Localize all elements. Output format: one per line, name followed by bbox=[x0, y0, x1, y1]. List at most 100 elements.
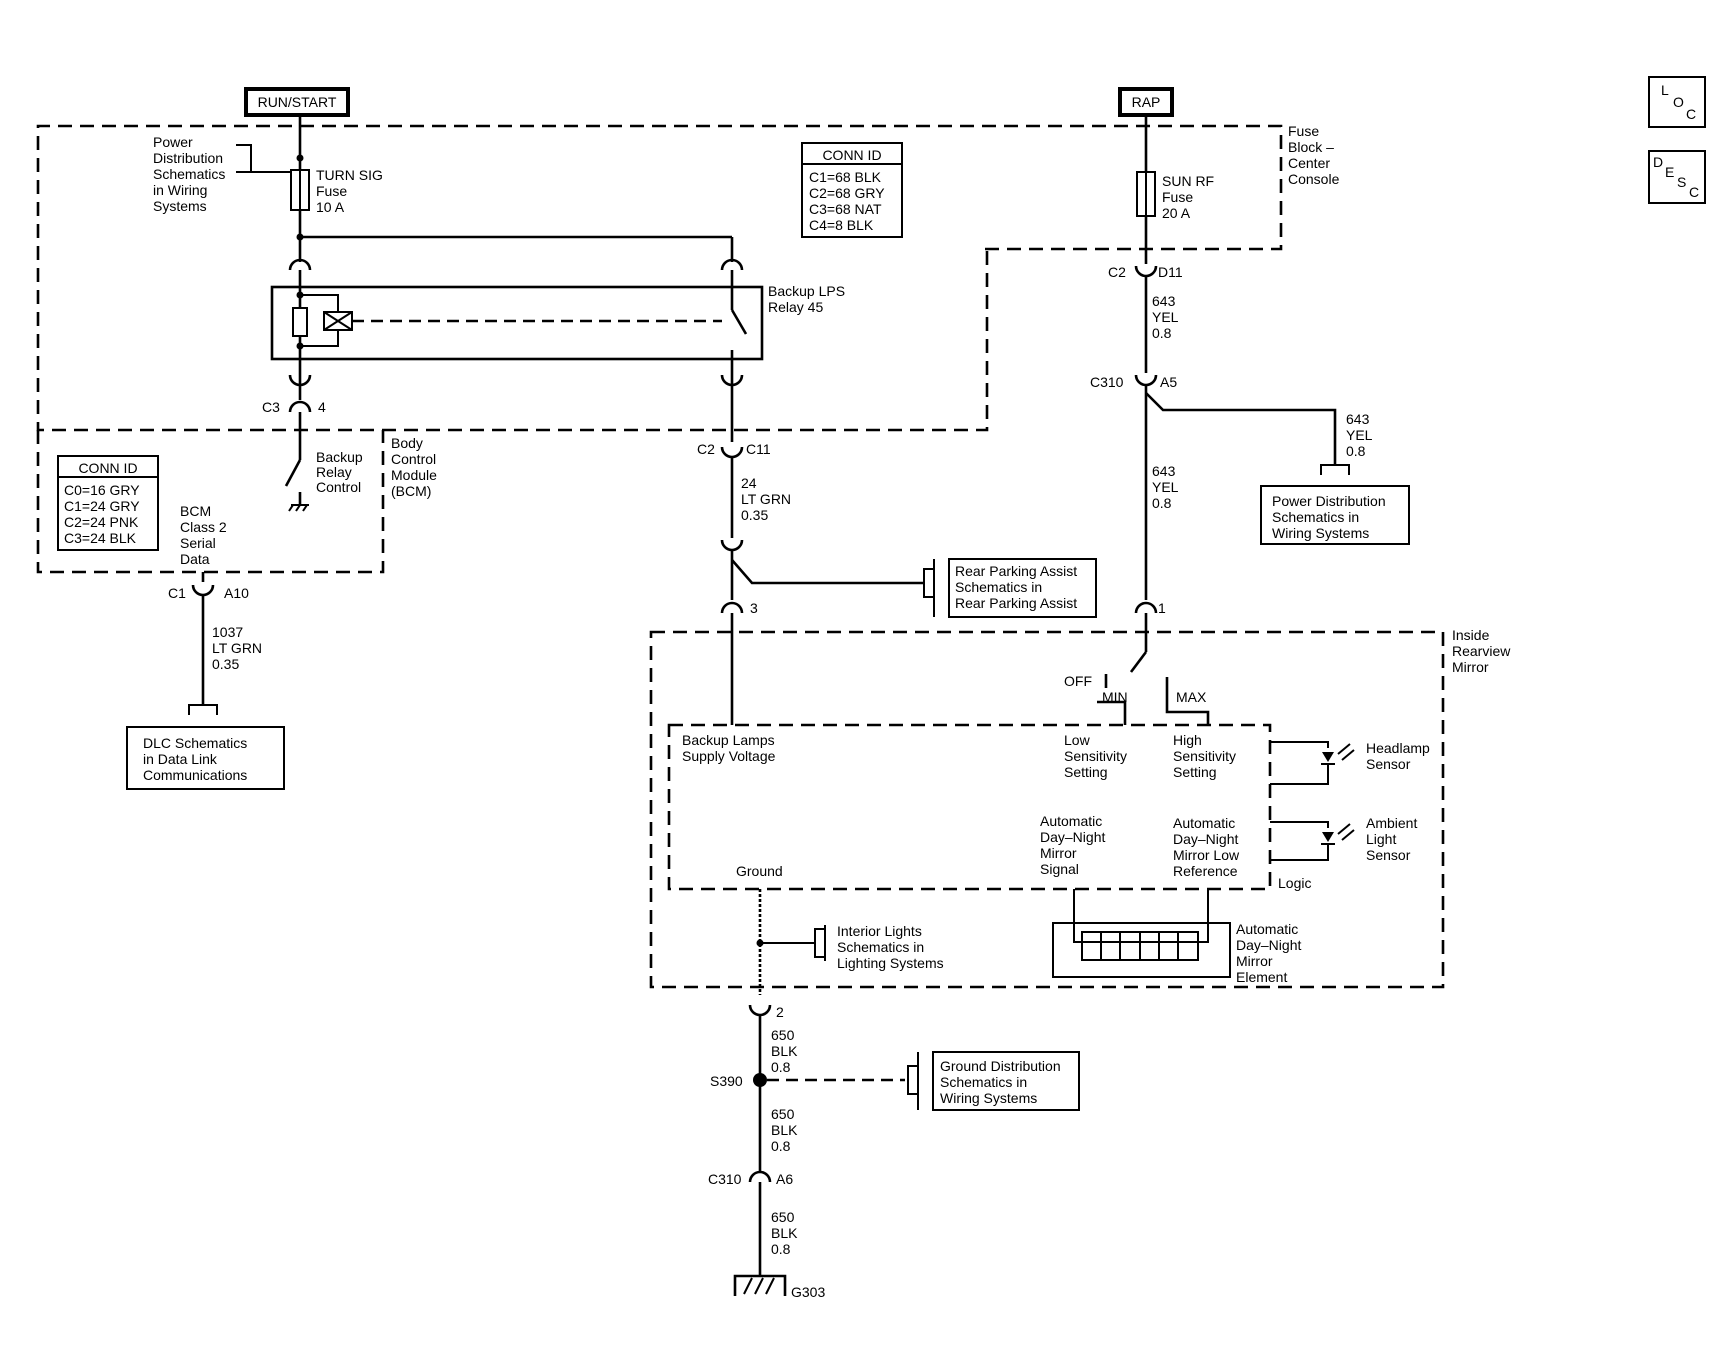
fuse-block-outline bbox=[36, 124, 1283, 432]
backup-lps-relay bbox=[270, 270, 764, 375]
svg-text:LT GRN: LT GRN bbox=[741, 491, 791, 507]
mirror-switch-labels: OFF MIN MAX bbox=[1064, 673, 1207, 705]
svg-text:Body: Body bbox=[391, 435, 423, 451]
svg-text:S: S bbox=[1677, 174, 1686, 190]
bcm-label: Body Control Module (BCM) bbox=[391, 435, 437, 499]
low-sensitivity-label: Low Sensitivity Setting bbox=[1064, 732, 1127, 780]
conn-id-table-top: CONN ID C1=68 BLK C2=68 GRY C3=68 NAT C4… bbox=[801, 142, 903, 238]
mirror-element-label: Automatic Day–Night Mirror Element bbox=[1236, 921, 1301, 985]
svg-text:C310: C310 bbox=[1090, 374, 1124, 390]
connector-c3-4: C3 4 bbox=[262, 399, 326, 415]
svg-text:Schematics in: Schematics in bbox=[955, 579, 1042, 595]
ground-distribution-box[interactable]: Ground Distribution Schematics in Wiring… bbox=[907, 1051, 1080, 1111]
ground-circuit bbox=[733, 889, 905, 1296]
svg-text:MAX: MAX bbox=[1176, 689, 1207, 705]
ground-g303: G303 bbox=[791, 1284, 825, 1300]
svg-text:Distribution: Distribution bbox=[153, 150, 223, 166]
svg-text:Schematics in: Schematics in bbox=[1272, 509, 1359, 525]
svg-text:Low: Low bbox=[1064, 732, 1091, 748]
svg-text:Automatic: Automatic bbox=[1040, 813, 1102, 829]
svg-text:20 A: 20 A bbox=[1162, 205, 1191, 221]
desc-icon[interactable]: D E S C bbox=[1648, 150, 1706, 204]
svg-text:SUN RF: SUN RF bbox=[1162, 173, 1214, 189]
backup-lamps-supply-circuit bbox=[720, 375, 924, 725]
svg-text:1037: 1037 bbox=[212, 624, 243, 640]
svg-text:Headlamp: Headlamp bbox=[1366, 740, 1430, 756]
svg-text:C1: C1 bbox=[168, 585, 186, 601]
svg-text:Light: Light bbox=[1366, 831, 1396, 847]
svg-text:Console: Console bbox=[1288, 171, 1340, 187]
svg-text:Control: Control bbox=[316, 479, 361, 495]
svg-text:Mirror: Mirror bbox=[1040, 845, 1077, 861]
svg-text:24: 24 bbox=[741, 475, 757, 491]
svg-text:C1=24 GRY: C1=24 GRY bbox=[64, 498, 140, 514]
svg-text:Wiring Systems: Wiring Systems bbox=[940, 1090, 1037, 1106]
svg-text:(BCM): (BCM) bbox=[391, 483, 431, 499]
svg-text:Schematics in: Schematics in bbox=[837, 939, 924, 955]
svg-text:Setting: Setting bbox=[1173, 764, 1217, 780]
ambient-light-sensor bbox=[1270, 821, 1355, 861]
dlc-schematics-box[interactable]: DLC Schematics in Data Link Communicatio… bbox=[126, 726, 285, 790]
adn-low-reference-label: Automatic Day–Night Mirror Low Reference bbox=[1173, 815, 1240, 879]
svg-text:4: 4 bbox=[318, 399, 326, 415]
backup-lps-relay-label: Backup LPS Relay 45 bbox=[768, 283, 845, 315]
svg-text:Backup Lamps: Backup Lamps bbox=[682, 732, 775, 748]
svg-text:C2=24 PNK: C2=24 PNK bbox=[64, 514, 139, 530]
connector-c1-a10: C1 A10 bbox=[168, 585, 249, 601]
adn-signal-label: Automatic Day–Night Mirror Signal bbox=[1040, 813, 1105, 877]
loc-icon[interactable]: L O C bbox=[1648, 76, 1706, 128]
interior-lights-box[interactable]: Interior Lights Schematics in Lighting S… bbox=[814, 923, 944, 971]
svg-text:C310: C310 bbox=[708, 1171, 742, 1187]
sun-rf-fuse-label: SUN RF Fuse 20 A bbox=[1162, 173, 1214, 221]
svg-text:Module: Module bbox=[391, 467, 437, 483]
wire-643-top-label: 643 YEL 0.8 bbox=[1152, 293, 1179, 341]
svg-text:C0=16 GRY: C0=16 GRY bbox=[64, 482, 140, 498]
svg-text:Class 2: Class 2 bbox=[180, 519, 227, 535]
svg-text:Inside: Inside bbox=[1452, 627, 1490, 643]
svg-text:0.8: 0.8 bbox=[1346, 443, 1366, 459]
rap-label: RAP bbox=[1118, 87, 1174, 117]
connector-c310-a5: C310 A5 bbox=[1090, 374, 1177, 390]
svg-text:LT GRN: LT GRN bbox=[212, 640, 262, 656]
bcm-outline bbox=[36, 430, 385, 574]
svg-text:Automatic: Automatic bbox=[1173, 815, 1235, 831]
svg-text:Block –: Block – bbox=[1288, 139, 1334, 155]
svg-text:Day–Night: Day–Night bbox=[1173, 831, 1238, 847]
svg-text:C11: C11 bbox=[746, 441, 771, 457]
svg-text:TURN SIG: TURN SIG bbox=[316, 167, 383, 183]
logic-outline bbox=[667, 723, 1272, 891]
svg-text:A10: A10 bbox=[224, 585, 249, 601]
svg-text:D: D bbox=[1653, 154, 1663, 170]
svg-text:YEL: YEL bbox=[1152, 479, 1179, 495]
svg-text:C3=68 NAT: C3=68 NAT bbox=[809, 201, 882, 217]
svg-text:Sensitivity: Sensitivity bbox=[1064, 748, 1127, 764]
ground-label: Ground bbox=[736, 863, 783, 879]
svg-text:Schematics: Schematics bbox=[153, 166, 225, 182]
svg-text:Mirror: Mirror bbox=[1236, 953, 1273, 969]
svg-text:643: 643 bbox=[1152, 463, 1176, 479]
connector-3: 3 bbox=[750, 600, 758, 616]
svg-text:Rear Parking Assist: Rear Parking Assist bbox=[955, 563, 1077, 579]
svg-text:Automatic: Automatic bbox=[1236, 921, 1298, 937]
svg-text:in Wiring: in Wiring bbox=[153, 182, 207, 198]
svg-text:YEL: YEL bbox=[1346, 427, 1373, 443]
svg-text:Systems: Systems bbox=[153, 198, 207, 214]
serial-data-circuit bbox=[188, 572, 218, 715]
svg-text:Relay: Relay bbox=[316, 464, 352, 480]
svg-text:High: High bbox=[1173, 732, 1202, 748]
svg-text:Lighting Systems: Lighting Systems bbox=[837, 955, 944, 971]
wire-650-b-label: 650 BLK 0.8 bbox=[771, 1106, 798, 1154]
svg-text:0.8: 0.8 bbox=[1152, 495, 1172, 511]
backup-lamps-supply-label: Backup Lamps Supply Voltage bbox=[682, 732, 776, 764]
rear-parking-assist-box[interactable]: Rear Parking Assist Schematics in Rear P… bbox=[923, 558, 1097, 618]
inside-rearview-mirror-label: Inside Rearview Mirror bbox=[1452, 627, 1511, 675]
svg-text:650: 650 bbox=[771, 1027, 795, 1043]
mirror-outline bbox=[649, 630, 1445, 989]
headlamp-sensor-label: Headlamp Sensor bbox=[1366, 740, 1430, 772]
power-distribution-right-box[interactable]: Power Distribution Schematics in Wiring … bbox=[1260, 464, 1410, 545]
svg-text:MIN: MIN bbox=[1102, 689, 1128, 705]
svg-text:650: 650 bbox=[771, 1106, 795, 1122]
fuse-block-label: Fuse Block – Center Console bbox=[1288, 123, 1340, 187]
svg-text:Relay 45: Relay 45 bbox=[768, 299, 823, 315]
